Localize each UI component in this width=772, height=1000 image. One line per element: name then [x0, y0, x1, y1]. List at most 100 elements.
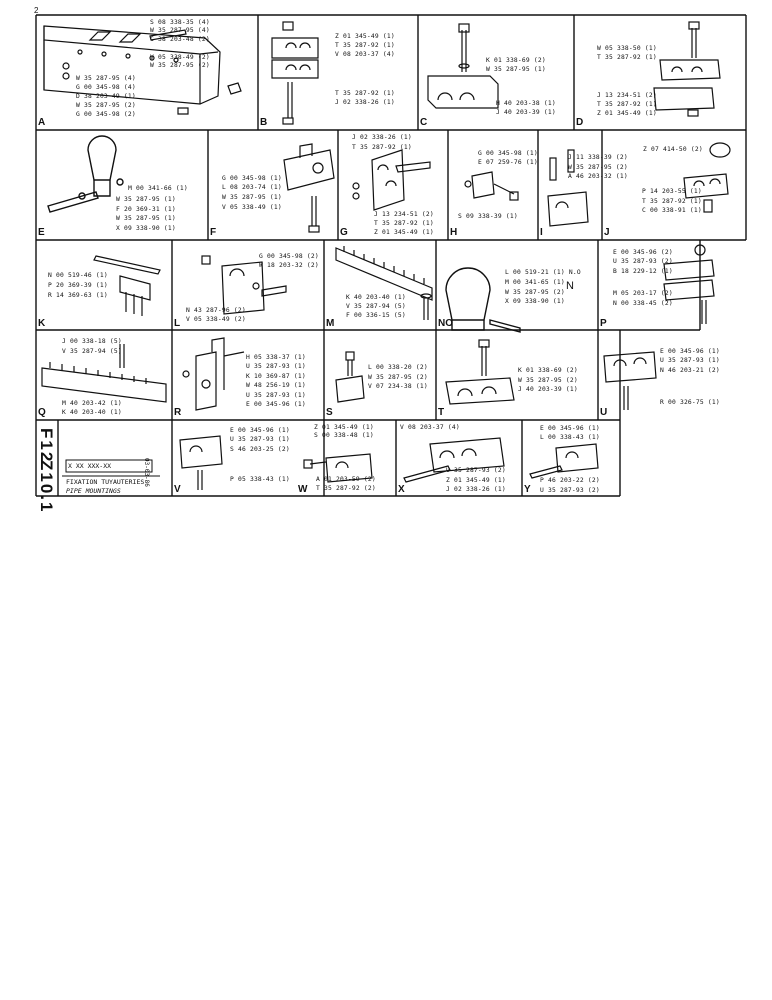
illustration-g — [352, 149, 431, 211]
title-block — [62, 459, 160, 497]
part-label: V 05 338-49 (1) — [222, 204, 282, 211]
part-label: F 00 336-15 (5) — [346, 312, 406, 319]
part-label: V 07 234-38 (1) — [368, 383, 428, 390]
part-label: U 35 287-93 (1) — [246, 363, 306, 370]
illustration-b — [271, 21, 319, 125]
part-label: U 35 287-93 (2) — [613, 258, 673, 265]
part-label: W 35 287-95 (4) — [76, 75, 136, 82]
part-label: K 40 203-40 (1) — [62, 409, 122, 416]
panel-grid — [35, 14, 747, 497]
part-label: T 35 287-92 (1) — [597, 54, 657, 61]
part-label: E 00 345-96 (1) — [246, 401, 306, 408]
panel-letter-no: NO — [438, 318, 453, 329]
panel-letter-t: T — [438, 407, 445, 418]
part-label: T 35 287-92 (2) — [316, 485, 376, 492]
part-label: N 43 287-96 (2) — [186, 307, 246, 314]
illustration-j — [683, 142, 731, 213]
part-label: T 35 287-92 (1) — [352, 144, 412, 151]
part-label: E 00 345-96 (1) — [230, 427, 290, 434]
illustration-no — [445, 267, 521, 333]
illustration-w — [303, 453, 373, 483]
part-label: W 35 287-95 (4) — [150, 27, 210, 34]
corner-mark: 2 — [34, 6, 39, 15]
part-label: A 46 203-32 (1) — [568, 173, 628, 180]
panel-letter-x: X — [398, 484, 405, 495]
part-label: T 35 287-92 (1) — [335, 90, 395, 97]
illustration-s — [335, 351, 365, 403]
part-label: G 00 345-98 (4) — [76, 84, 136, 91]
part-label: N 46 203-21 (2) — [660, 367, 720, 374]
part-label: C 38 203-48 (2) — [150, 36, 210, 43]
part-label: X 09 338-90 (1) — [505, 298, 565, 305]
illustration-k — [93, 255, 161, 316]
illustration-p — [663, 244, 715, 324]
part-label: H 40 203-38 (1) — [496, 100, 556, 107]
part-label: S 08 338-35 (4) — [150, 19, 210, 26]
part-label: J 40 203-39 (1) — [496, 109, 556, 116]
part-label: M 00 341-65 (1) — [505, 279, 565, 286]
part-label: R 14 369-63 (1) — [48, 292, 108, 299]
part-label: P 05 338-43 (1) — [230, 476, 290, 483]
part-label: G 00 345-98 (1) — [222, 175, 282, 182]
part-label: J 11 338-39 (2) — [568, 154, 628, 161]
side-code-z101: Z10.1 — [37, 460, 56, 514]
part-label: S 00 338-48 (1) — [314, 432, 374, 439]
part-label: V 08 203-37 (4) — [400, 424, 460, 431]
title-code: X XX XXX-XX — [68, 462, 112, 470]
part-label: P 46 203-22 (2) — [540, 477, 600, 484]
panel-letter-e: E — [38, 227, 45, 238]
part-label: T 35 287-92 (1) — [597, 101, 657, 108]
part-label: U 35 287-93 (1) — [230, 436, 290, 443]
part-label: Z 01 345-49 (1) — [374, 229, 434, 236]
part-label: F 20 369-31 (1) — [116, 206, 176, 213]
part-label: L 00 338-43 (1) — [540, 434, 600, 441]
part-label: G 00 345-98 (2) — [76, 111, 136, 118]
part-label: U 35 287-93 (2) — [540, 487, 600, 494]
bracket-n-label: N — [566, 280, 574, 292]
illustration-q — [41, 344, 167, 403]
illustration-u — [603, 351, 657, 410]
part-label: T 35 287-92 (1) — [335, 42, 395, 49]
part-label: J 13 234-51 (2) — [597, 92, 657, 99]
illustration-c — [427, 23, 499, 109]
part-label: Z 01 345-49 (1) — [314, 424, 374, 431]
side-code-f12: F12 — [37, 428, 56, 464]
part-label: G 00 345-98 (1) — [478, 150, 538, 157]
illustration-d — [653, 21, 721, 117]
part-label: M 00 341-66 (1) — [128, 185, 188, 192]
part-label: M 40 203-42 (1) — [62, 400, 122, 407]
panel-letter-a: A — [38, 117, 46, 128]
part-label: W 35 287-95 (2) — [518, 377, 578, 384]
part-label: R 00 326-75 (1) — [660, 399, 720, 406]
part-label: Z 01 345-49 (1) — [597, 110, 657, 117]
panel-letter-s: S — [326, 407, 333, 418]
title-english: PIPE MOUNTINGS — [66, 487, 121, 495]
part-label: T 35 287-92 (1) — [642, 198, 702, 205]
illustration-v — [179, 435, 223, 490]
panel-letter-j: J — [604, 227, 610, 238]
panel-letter-c: C — [420, 117, 428, 128]
part-label: W 05 338-50 (1) — [597, 45, 657, 52]
part-label: J 02 338-26 (1) — [446, 486, 506, 493]
part-label: A 01 203-59 (2) — [316, 476, 376, 483]
part-label: L 00 338-20 (2) — [368, 364, 428, 371]
part-label: U 35 287-93 (1) — [246, 392, 306, 399]
illustration-h — [464, 171, 519, 201]
part-label: L 00 519-21 (1) N.O — [505, 269, 581, 276]
part-label: K 01 338-69 (2) — [518, 367, 578, 374]
illustration-y — [529, 443, 599, 479]
panel-letter-d: D — [576, 117, 584, 128]
part-label: U 35 287-93 (1) — [660, 357, 720, 364]
part-label: S 09 338-39 (1) — [458, 213, 518, 220]
part-label: Z 07 414-50 (2) — [643, 146, 703, 153]
part-label: J 13 234-51 (2) — [374, 211, 434, 218]
part-label: E 07 259-76 (1) — [478, 159, 538, 166]
part-label: N 00 338-45 (2) — [613, 300, 673, 307]
panel-letter-v: V — [174, 484, 181, 495]
panel-letter-g: G — [340, 227, 348, 238]
illustration-x — [403, 437, 505, 483]
part-label: M 05 203-17 (2) — [613, 290, 673, 297]
part-label: Z 01 345-49 (1) — [335, 33, 395, 40]
part-label: D 38 203-49 (1) — [76, 93, 136, 100]
